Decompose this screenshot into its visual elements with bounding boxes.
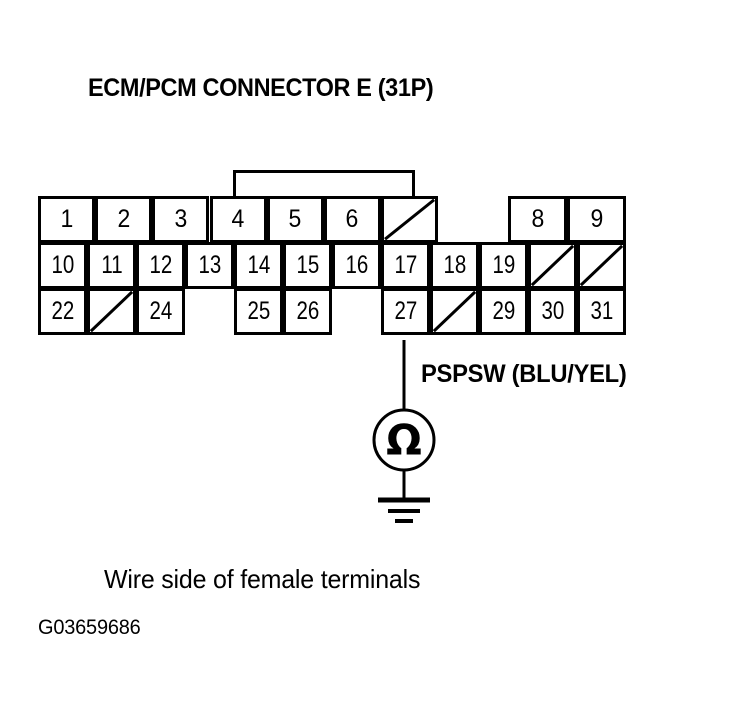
unused-slash-icon xyxy=(90,291,133,332)
connector-terminal-19: 19 xyxy=(479,242,528,289)
terminal-number: 10 xyxy=(51,250,74,279)
connector-terminal-13: 13 xyxy=(185,242,234,289)
unused-slash-icon xyxy=(384,199,435,240)
connector-terminal-10: 10 xyxy=(38,242,87,289)
connector-terminal-17: 17 xyxy=(381,242,430,289)
figure-id: G03659686 xyxy=(38,616,141,639)
terminal-number: 17 xyxy=(394,250,417,279)
terminal-number: 26 xyxy=(296,296,319,325)
diagram-caption: Wire side of female terminals xyxy=(104,564,421,594)
unused-slash-icon xyxy=(580,245,623,286)
connector-terminal-3: 3 xyxy=(152,196,210,243)
connector-terminal-25: 25 xyxy=(234,288,283,335)
connector-terminal-12: 12 xyxy=(136,242,185,289)
terminal-number: 16 xyxy=(345,250,368,279)
connector-row-2: 10 11 12 13 14 15 16 17 18 19 xyxy=(38,242,626,289)
connector-row-3: 22 24 25 26 27 29 30 31 xyxy=(38,288,626,335)
terminal-number: 5 xyxy=(288,204,302,233)
connector-terminal-2: 2 xyxy=(95,196,153,243)
terminal-number: 1 xyxy=(60,204,73,233)
connector-terminal-4: 4 xyxy=(209,196,267,243)
connector-terminal-11: 11 xyxy=(87,242,136,289)
connector-terminal-30: 30 xyxy=(528,288,577,335)
connector-terminal-unused xyxy=(577,242,626,289)
terminal-number: 29 xyxy=(492,296,515,325)
terminal-number: 14 xyxy=(247,250,270,279)
terminal-number: 6 xyxy=(346,204,359,233)
connector-terminal-1: 1 xyxy=(38,196,96,243)
wire-label: PSPSW (BLU/YEL) xyxy=(421,360,627,388)
connector-terminal-unused xyxy=(87,288,136,335)
page-title: ECM/PCM CONNECTOR E (31P) xyxy=(88,74,434,102)
terminal-number: 19 xyxy=(492,250,515,279)
terminal-number: 11 xyxy=(100,250,123,279)
connector-terminal-16: 16 xyxy=(332,242,381,289)
terminal-number: 30 xyxy=(541,296,564,325)
terminal-number: 27 xyxy=(394,296,417,325)
omega-icon: Ω xyxy=(386,416,422,465)
connector-row-1: 1 2 3 4 5 6 8 9 xyxy=(38,196,626,243)
connector-terminal-15: 15 xyxy=(283,242,332,289)
ohmmeter-body xyxy=(372,408,436,472)
terminal-number: 25 xyxy=(247,296,270,325)
connector-terminal-14: 14 xyxy=(234,242,283,289)
connector-terminal-18: 18 xyxy=(430,242,479,289)
terminal-number: 31 xyxy=(590,296,613,325)
connector-terminal-26: 26 xyxy=(283,288,332,335)
connector-terminal-unused xyxy=(381,196,439,243)
connector-terminal-31: 31 xyxy=(577,288,626,335)
terminal-number: 9 xyxy=(590,204,603,233)
connector-terminal-27: 27 xyxy=(381,288,430,335)
terminal-number: 4 xyxy=(231,204,245,233)
terminal-number: 2 xyxy=(117,204,131,233)
connector-terminal-6: 6 xyxy=(323,196,381,243)
unused-slash-icon xyxy=(433,291,476,332)
connector-terminal-unused xyxy=(430,288,479,335)
connector-locking-tab xyxy=(233,170,415,199)
connector-terminal-8: 8 xyxy=(508,196,568,243)
unused-slash-icon xyxy=(531,245,574,286)
connector-terminal-29: 29 xyxy=(479,288,528,335)
connector-terminal-24: 24 xyxy=(136,288,185,335)
terminal-number: 13 xyxy=(198,250,221,279)
terminal-number: 24 xyxy=(149,296,172,325)
connector-terminal-5: 5 xyxy=(266,196,324,243)
connector-terminal-22: 22 xyxy=(38,288,87,335)
terminal-number: 3 xyxy=(174,204,188,233)
connector-terminal-9: 9 xyxy=(567,196,626,243)
terminal-number: 15 xyxy=(296,250,319,279)
terminal-number: 12 xyxy=(149,250,172,279)
terminal-number: 22 xyxy=(51,296,74,325)
connector-terminal-unused xyxy=(528,242,577,289)
terminal-number: 18 xyxy=(443,250,466,279)
terminal-number: 8 xyxy=(531,204,545,233)
